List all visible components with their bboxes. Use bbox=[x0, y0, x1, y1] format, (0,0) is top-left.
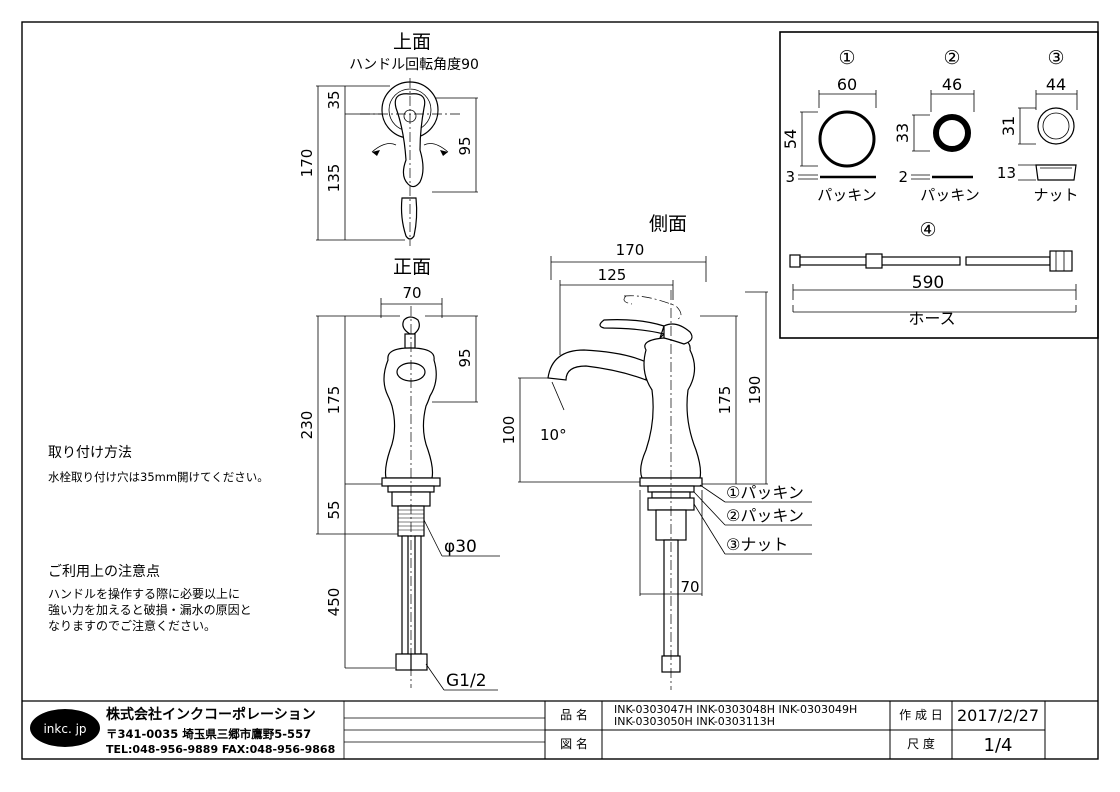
part3-dia: 44 bbox=[1046, 75, 1066, 94]
scale-label: 尺 度 bbox=[907, 736, 935, 751]
front-view-title: 正面 bbox=[393, 256, 431, 278]
top-dim-95: 95 bbox=[456, 136, 474, 155]
top-dim-35: 35 bbox=[325, 90, 343, 109]
notes: 取り付け方法 水栓取り付け穴は35mm開けてください。 ご利用上の注意点 ハンド… bbox=[48, 445, 269, 633]
hinmei-label: 品 名 bbox=[560, 707, 588, 722]
side-callout-1: ①パッキン bbox=[726, 483, 804, 502]
models-line-1: INK-0303047H INK-0303048H INK-0303049H bbox=[614, 703, 857, 716]
part2-name: パッキン bbox=[920, 186, 980, 204]
parts-box: ① 60 54 3 パッキン ② 46 33 2 パッキン ③ bbox=[779, 31, 1099, 339]
side-callout-2: ②パッキン bbox=[726, 506, 804, 525]
front-dim-95: 95 bbox=[456, 348, 474, 367]
company-logo-text: inkc. jp bbox=[43, 722, 86, 736]
front-dim-70: 70 bbox=[402, 284, 421, 302]
side-view-title: 側面 bbox=[649, 213, 687, 235]
part3-height: 31 bbox=[999, 116, 1018, 136]
company-name: 株式会社インクコーポレーション bbox=[106, 706, 316, 723]
part1-thick: 3 bbox=[785, 168, 795, 186]
part2-height: 33 bbox=[893, 123, 912, 143]
part1-height: 54 bbox=[781, 129, 800, 149]
handle-rotation-label: ハンドル回転角度90 bbox=[349, 57, 479, 73]
title-block: inkc. jp 株式会社インクコーポレーション 〒341-0035 埼玉県三郷… bbox=[22, 700, 1098, 759]
side-dim-125: 125 bbox=[598, 266, 627, 284]
scale-value: 1/4 bbox=[984, 735, 1013, 756]
front-dim-175: 175 bbox=[325, 386, 343, 415]
models-line-2: INK-0303050H INK-0303113H bbox=[614, 715, 775, 728]
side-view: 側面 170 125 175 190 100 10° bbox=[500, 213, 812, 690]
front-dim-55: 55 bbox=[325, 500, 343, 519]
part4-length: 590 bbox=[912, 273, 944, 293]
caution-line-1: ハンドルを操作する際に必要以上に bbox=[48, 586, 240, 601]
front-dim-thread: G1/2 bbox=[446, 671, 487, 691]
top-dim-170: 170 bbox=[298, 149, 316, 178]
side-dim-170: 170 bbox=[616, 241, 645, 259]
part4-number: ④ bbox=[919, 219, 936, 241]
part3-number: ③ bbox=[1047, 47, 1064, 69]
part2-thick: 2 bbox=[898, 168, 908, 186]
part3-name: ナット bbox=[1033, 186, 1078, 204]
part2-number: ② bbox=[943, 47, 960, 69]
front-dim-450: 450 bbox=[325, 588, 343, 617]
caution-title: ご利用上の注意点 bbox=[48, 563, 160, 580]
side-dim-100: 100 bbox=[500, 416, 518, 445]
side-dim-angle: 10° bbox=[540, 426, 567, 444]
company-address: 〒341-0035 埼玉県三郷市鷹野5-557 bbox=[106, 727, 311, 741]
front-dim-230: 230 bbox=[298, 411, 316, 440]
side-dim-70: 70 bbox=[680, 578, 699, 596]
top-view-title: 上面 bbox=[393, 31, 431, 53]
zumei-label: 図 名 bbox=[560, 736, 588, 751]
part1-dia: 60 bbox=[837, 75, 857, 94]
part1-name: パッキン bbox=[817, 186, 877, 204]
part2-dia: 46 bbox=[942, 75, 962, 94]
side-dim-190: 190 bbox=[746, 376, 764, 405]
part4-name: ホース bbox=[908, 309, 955, 328]
front-view: 正面 70 95 175 230 55 450 bbox=[298, 256, 500, 691]
front-dim-phi30: φ30 bbox=[444, 537, 477, 557]
company-logo bbox=[30, 709, 100, 747]
top-dim-135: 135 bbox=[325, 164, 343, 193]
top-view: 上面 ハンドル回転角度90 35 135 170 95 bbox=[298, 31, 479, 246]
install-text: 水栓取り付け穴は35mm開けてください。 bbox=[48, 470, 269, 484]
part1-number: ① bbox=[838, 47, 855, 69]
creation-date: 2017/2/27 bbox=[957, 706, 1039, 725]
sheet-border bbox=[21, 21, 1099, 760]
caution-line-3: なりますのでご注意ください。 bbox=[48, 618, 216, 633]
company-tel: TEL:048-956-9889 FAX:048-956-9868 bbox=[106, 743, 335, 756]
side-dim-175: 175 bbox=[716, 386, 734, 415]
date-label: 作 成 日 bbox=[899, 708, 943, 722]
part3-thick: 13 bbox=[997, 164, 1016, 182]
install-title: 取り付け方法 bbox=[48, 445, 132, 461]
side-callout-3: ③ナット bbox=[726, 535, 788, 554]
caution-line-2: 強い力を加えると破損・漏水の原因と bbox=[48, 602, 252, 617]
